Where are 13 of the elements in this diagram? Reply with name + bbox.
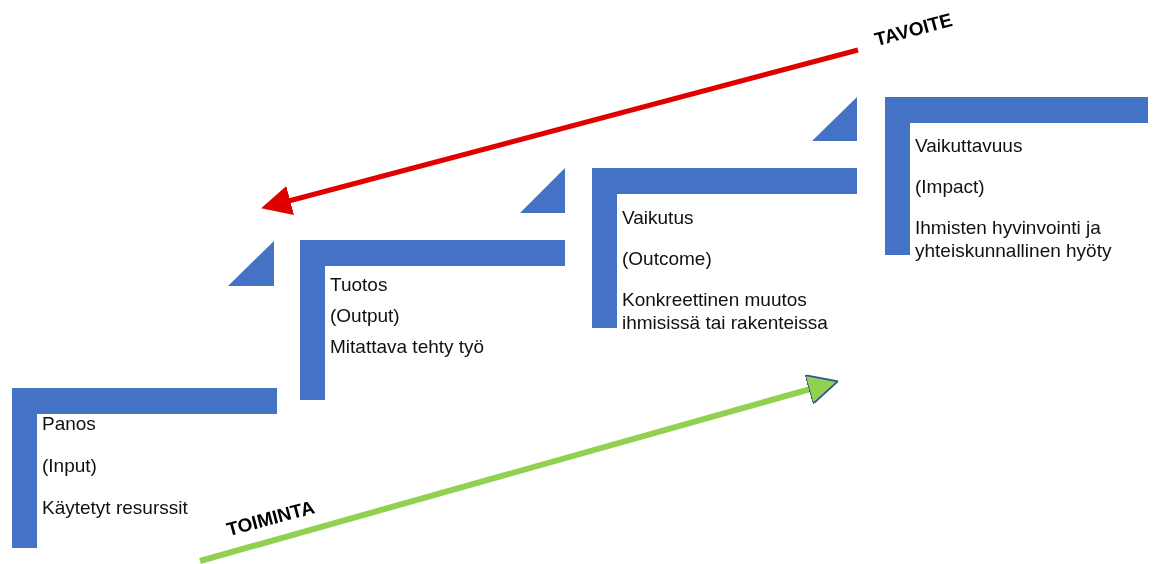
step-description: Käytetyt resurssit — [42, 496, 189, 519]
step-subtitle: (Impact) — [915, 175, 986, 198]
step-description: Mitattava tehty työ — [330, 335, 486, 358]
step-description: Konkreettinen muutos ihmisissä tai rakenteissa — [622, 288, 829, 334]
step-subtitle: (Output) — [330, 304, 401, 327]
step-title: Vaikutus — [622, 206, 695, 229]
step-title: Panos — [42, 412, 97, 435]
step-title: Tuotos — [330, 273, 389, 296]
step-title: Vaikuttavuus — [915, 134, 1024, 157]
step-subtitle: (Outcome) — [622, 247, 713, 270]
step-description: Ihmisten hyvinvointi ja yhteiskunnallinen hyöty — [915, 216, 1113, 262]
arrow-label: TAVOITE — [872, 9, 955, 51]
step-subtitle: (Input) — [42, 454, 98, 477]
